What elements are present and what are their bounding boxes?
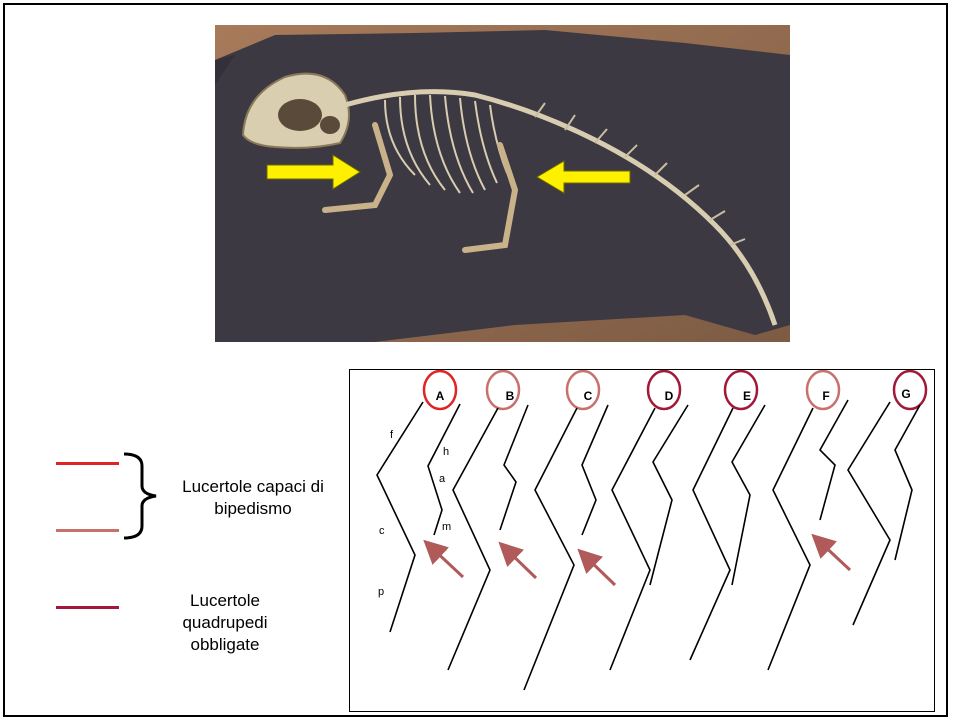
knee-arrow-f xyxy=(820,542,850,570)
limb-posture-diagram: A B C D E F G f c p h a m xyxy=(349,369,935,712)
legend-line-quadruped xyxy=(56,606,119,609)
column-c-label: C xyxy=(584,389,593,403)
limb-d-hind xyxy=(610,408,655,670)
limb-a-fore xyxy=(428,404,460,535)
column-f: F xyxy=(807,371,839,409)
limb-f-hind xyxy=(768,408,813,670)
legend-bipedal-word1: Lucertole xyxy=(182,477,252,496)
legend-quad-line1: Lucertole xyxy=(150,590,300,612)
legend-text-quadruped: Lucertole quadrupedi obbligate xyxy=(150,590,300,656)
column-d: D xyxy=(648,371,680,409)
limb-b-fore xyxy=(500,405,528,530)
column-a: A xyxy=(424,371,456,409)
lizard-skeleton-photo xyxy=(215,25,790,342)
limb-g-fore xyxy=(895,405,920,560)
limb-c-fore xyxy=(582,405,608,535)
knee-arrow-a xyxy=(432,548,463,577)
column-g: G xyxy=(894,371,926,409)
limb-b-hind xyxy=(448,408,498,670)
limb-e-hind xyxy=(690,408,733,660)
column-e: E xyxy=(725,371,757,409)
column-f-label: F xyxy=(822,389,829,403)
limb-c-hind xyxy=(524,408,577,690)
legend-bipedal-line2: bipedismo xyxy=(158,498,348,520)
bone-label-h: h xyxy=(443,446,449,458)
column-c: C xyxy=(567,371,599,409)
column-b: B xyxy=(487,371,519,409)
legend-text-bipedal: Lucertole capaci di bipedismo xyxy=(158,476,348,520)
column-d-label: D xyxy=(665,389,674,403)
column-g-label: G xyxy=(901,387,910,401)
legend-quad-line2: quadrupedi xyxy=(150,612,300,634)
bone-label-p: p xyxy=(378,586,384,598)
limb-f-fore xyxy=(820,400,848,520)
bone-label-a: a xyxy=(439,473,446,485)
legend-quad-line3: obbligate xyxy=(150,634,300,656)
bone-label-m: m xyxy=(442,521,451,533)
legend-line-bipedal-light xyxy=(56,529,119,532)
knee-arrow-c xyxy=(586,557,615,585)
column-e-label: E xyxy=(743,389,751,403)
legend-brace xyxy=(120,452,160,540)
limb-g-hind xyxy=(848,402,890,625)
legend-line-bipedal-dark xyxy=(56,462,119,465)
column-a-label: A xyxy=(436,389,445,403)
column-e-oval xyxy=(725,371,757,409)
legend-bipedal-word2: capaci di xyxy=(257,477,324,496)
bone-label-c: c xyxy=(379,525,385,537)
column-b-label: B xyxy=(506,389,515,403)
limb-diagram-svg: A B C D E F G f c p h a m xyxy=(350,370,936,713)
limb-d-fore xyxy=(650,405,688,585)
limb-e-fore xyxy=(732,405,765,585)
knee-arrow-b xyxy=(507,550,536,578)
bone-label-f: f xyxy=(390,429,394,441)
